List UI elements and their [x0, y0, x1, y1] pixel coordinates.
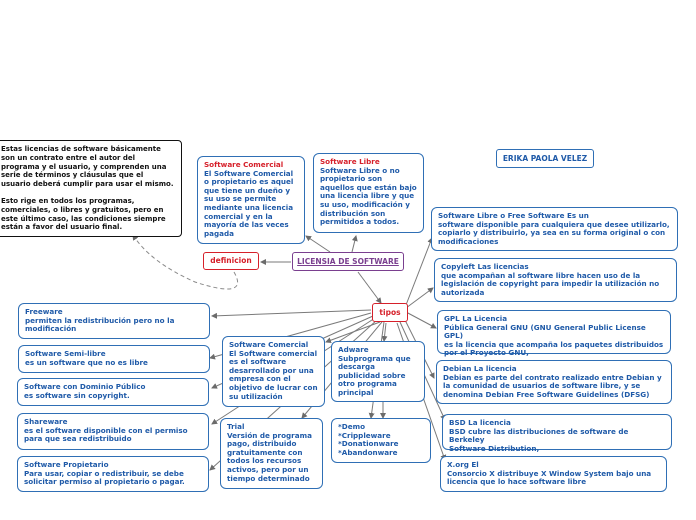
trial-node[interactable]: Trial Versión de programa pago, distribu… — [220, 418, 323, 489]
definition-text-1: Estas licencias de software básicamente … — [1, 145, 174, 189]
gpl-node[interactable]: GPL La Licencia Pública General GNU (GNU… — [437, 310, 671, 357]
semi-libre-node[interactable]: Software Semi-libre es un software que n… — [18, 345, 210, 373]
adware-node[interactable]: Adware Subprograma que descarga publicid… — [331, 341, 425, 402]
software-comercial-type-node[interactable]: Software Comercial El Software comercial… — [222, 336, 325, 407]
bsd-node[interactable]: BSD La licencia BSD cubre las distribuci… — [442, 414, 672, 453]
author-node[interactable]: ERIKA PAOLA VELEZ — [496, 149, 594, 168]
software-propietario-node[interactable]: Software Propietario Para usar, copiar o… — [17, 456, 209, 492]
dominio-publico-node[interactable]: Software con Dominio Público es software… — [17, 378, 209, 406]
software-comercial-title: Software Comercial — [204, 160, 284, 169]
freeware-node[interactable]: Freeware permiten la redistribución pero… — [18, 303, 210, 339]
software-libre-title: Software Libre — [320, 157, 380, 166]
software-libre-node[interactable]: Software Libre Software Libre o no propi… — [313, 153, 424, 233]
definition-text-box: Estas licencias de software básicamente … — [0, 140, 182, 237]
central-topic[interactable]: LICENSIA DE SOFTWARE — [292, 252, 404, 271]
software-comercial-node[interactable]: Software Comercial El Software Comercial… — [197, 156, 305, 244]
definicion-node[interactable]: definicion — [203, 252, 259, 270]
copyleft-node[interactable]: Copyleft Las licencias que acompañan al … — [434, 258, 677, 302]
demo-node[interactable]: *Demo *Crippleware *Donationware *Abando… — [331, 418, 431, 463]
tipos-node[interactable]: tipos — [372, 303, 408, 322]
definition-text-2: Esto rige en todos los programas, comerc… — [1, 196, 166, 232]
xorg-node[interactable]: X.org El Consorcio X distribuye X Window… — [440, 456, 667, 492]
software-libre-body: Software Libre o no propietario son aque… — [320, 165, 417, 227]
free-software-node[interactable]: Software Libre o Free Software Es un sof… — [431, 207, 678, 251]
software-comercial-body: El Software Comercial o propietario es a… — [204, 168, 294, 238]
shareware-node[interactable]: Shareware es el software disponible con … — [17, 413, 209, 450]
debian-node[interactable]: Debian La licencia Debian es parte del c… — [436, 360, 672, 404]
